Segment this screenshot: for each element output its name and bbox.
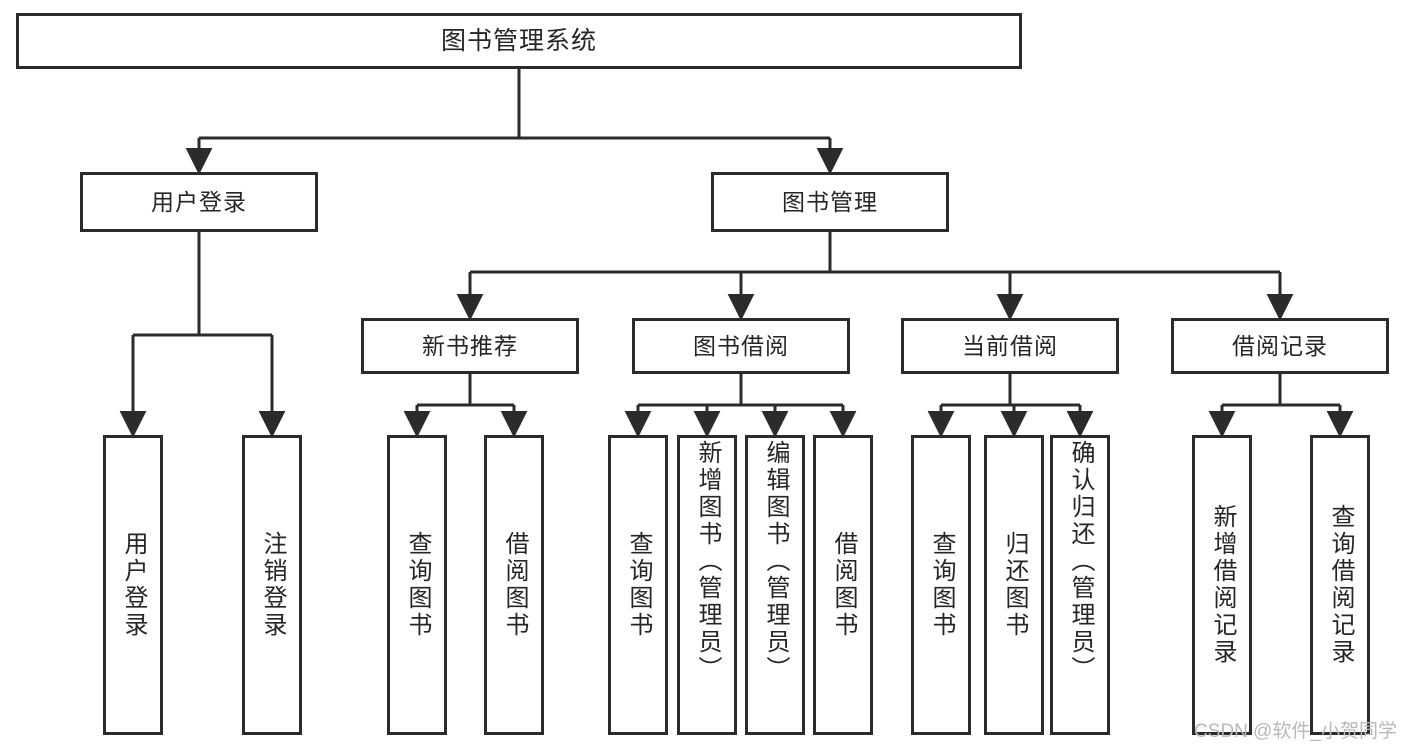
node-leaf-user-login[interactable]: 用户登录 [103, 435, 163, 735]
node-book-borrow-label: 图书借阅 [693, 332, 789, 359]
node-leaf-return-book-label: 归还图书 [1001, 531, 1028, 639]
node-current-borrow-label: 当前借阅 [962, 332, 1058, 359]
node-book-manage[interactable]: 图书管理 [711, 172, 949, 232]
node-leaf-query-record-label: 查询借阅记录 [1327, 504, 1354, 666]
node-leaf-borrow-book-1[interactable]: 借阅图书 [484, 435, 544, 735]
node-leaf-query-book-2[interactable]: 查询图书 [608, 435, 668, 735]
node-leaf-confirm-return-label: 确认归还（管理员） [1067, 440, 1094, 683]
node-leaf-add-record[interactable]: 新增借阅记录 [1192, 435, 1252, 735]
node-user-login-label: 用户登录 [151, 188, 247, 215]
node-leaf-query-book-1-label: 查询图书 [404, 531, 431, 639]
node-borrow-record-label: 借阅记录 [1232, 332, 1328, 359]
node-root-label: 图书管理系统 [440, 26, 597, 55]
node-leaf-borrow-book-2[interactable]: 借阅图书 [813, 435, 873, 735]
node-book-borrow[interactable]: 图书借阅 [632, 318, 850, 374]
node-leaf-user-logout-label: 注销登录 [259, 531, 286, 639]
node-new-book-rec[interactable]: 新书推荐 [361, 318, 579, 374]
node-user-login[interactable]: 用户登录 [80, 172, 318, 232]
node-leaf-borrow-book-1-label: 借阅图书 [501, 531, 528, 639]
node-leaf-edit-book[interactable]: 编辑图书（管理员） [745, 435, 805, 735]
node-leaf-add-record-label: 新增借阅记录 [1209, 504, 1236, 666]
node-leaf-query-record[interactable]: 查询借阅记录 [1310, 435, 1370, 735]
watermark: CSDN @软件_小贺同学 [1194, 721, 1397, 742]
node-root[interactable]: 图书管理系统 [16, 13, 1022, 69]
node-leaf-borrow-book-2-label: 借阅图书 [830, 531, 857, 639]
node-book-manage-label: 图书管理 [782, 188, 878, 215]
node-borrow-record[interactable]: 借阅记录 [1171, 318, 1389, 374]
node-leaf-query-book-1[interactable]: 查询图书 [387, 435, 447, 735]
node-leaf-user-logout[interactable]: 注销登录 [242, 435, 302, 735]
node-current-borrow[interactable]: 当前借阅 [901, 318, 1119, 374]
node-leaf-return-book[interactable]: 归还图书 [984, 435, 1044, 735]
node-leaf-edit-book-label: 编辑图书（管理员） [762, 440, 789, 683]
node-leaf-add-book-label: 新增图书（管理员） [694, 440, 721, 683]
node-leaf-query-book-2-label: 查询图书 [625, 531, 652, 639]
node-new-book-rec-label: 新书推荐 [422, 332, 518, 359]
node-leaf-user-login-label: 用户登录 [120, 531, 147, 639]
node-leaf-add-book[interactable]: 新增图书（管理员） [677, 435, 737, 735]
node-leaf-confirm-return[interactable]: 确认归还（管理员） [1050, 435, 1110, 735]
node-leaf-query-book-3-label: 查询图书 [928, 531, 955, 639]
node-leaf-query-book-3[interactable]: 查询图书 [911, 435, 971, 735]
